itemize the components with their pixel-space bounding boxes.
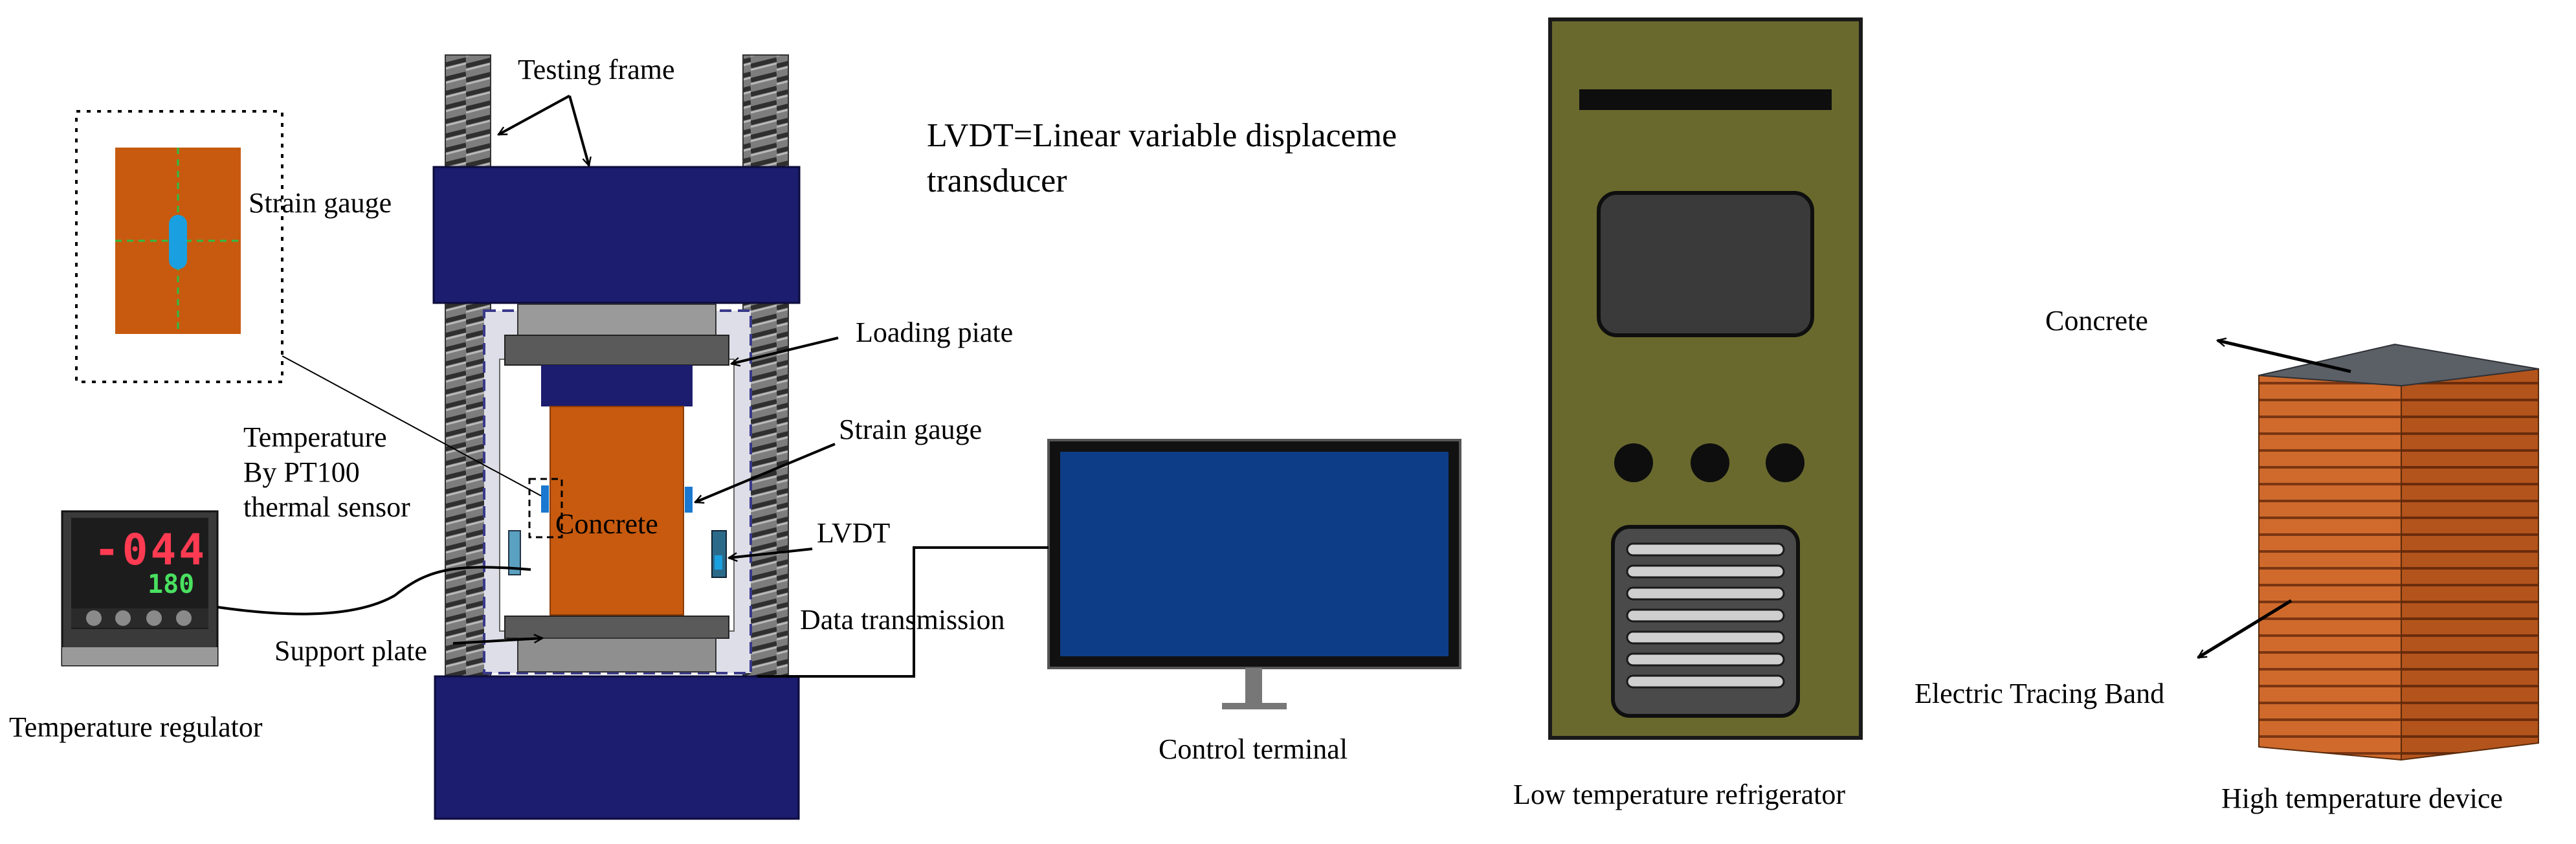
label-temperature-regulator: Temperature regulator (9, 711, 263, 743)
lvdt-right-tip (715, 555, 722, 570)
refrigerator-vent-slats (1626, 542, 1785, 689)
label-lvdt-definition-2: transducer (927, 162, 1067, 199)
refrigerator-top-slot (1579, 89, 1832, 110)
regulator-shift-button (115, 610, 131, 626)
regulator-sv: 180 (148, 570, 194, 599)
refrigerator-knob-1 (1614, 443, 1653, 482)
concrete-block-top (2258, 343, 2539, 387)
arrow-testing-frame-right (568, 95, 589, 166)
label-concrete-specimen: Concrete (555, 508, 658, 540)
regulator-down-button (146, 610, 162, 626)
label-temperature-2: By PT100 (243, 456, 360, 488)
high-temperature-device (2258, 343, 2539, 761)
concrete-specimen (550, 406, 684, 616)
refrigerator-knob-3 (1766, 443, 1804, 482)
label-strain-gauge-inset: Strain gauge (249, 187, 392, 219)
label-high-temperature-device: High temperature device (2221, 783, 2503, 814)
refrigerator-knob-2 (1691, 443, 1729, 482)
lvdt-right (711, 530, 727, 578)
label-electric-tracing-band: Electric Tracing Band (1915, 678, 2164, 709)
testing-machine (432, 54, 801, 820)
label-lvdt: LVDT (817, 517, 890, 549)
support-plate (504, 616, 729, 639)
strain-gauge-left (541, 485, 549, 513)
label-data-transmission: Data transmission (800, 604, 1005, 636)
bottom-platen (517, 638, 716, 672)
label-control-terminal: Control terminal (1159, 733, 1348, 765)
arrow-concrete-block (2217, 340, 2351, 373)
arrow-support-plate (452, 638, 542, 645)
monitor-neck (1245, 668, 1262, 704)
label-testing-frame: Testing frame (518, 54, 675, 85)
refrigerator-window (1597, 191, 1814, 337)
strain-gauge-right (685, 487, 693, 513)
lower-base (434, 675, 800, 820)
label-strain-gauge: Strain gauge (839, 414, 982, 445)
label-temperature-3: thermal sensor (243, 491, 410, 523)
low-temperature-refrigerator (1548, 17, 1863, 740)
inset-gauge (169, 215, 187, 269)
pt100-sensor-box (528, 478, 563, 539)
inset-leader-line (282, 355, 542, 496)
arrow-loading-plate (731, 337, 839, 364)
strain-gauge-inset (75, 110, 542, 496)
regulator-up-button (176, 610, 192, 626)
label-loading-plate: Loading piate (856, 316, 1013, 348)
arrow-electric-tracing-band (2198, 599, 2293, 660)
device-side-face (2401, 368, 2539, 761)
label-lvdt-definition-1: LVDT=Linear variable displaceme (927, 117, 1397, 154)
monitor-foot (1222, 703, 1287, 709)
arrow-lvdt (729, 548, 813, 558)
data-transmission-line (757, 546, 1049, 678)
label-refrigerator: Low temperature refrigerator (1513, 779, 1845, 810)
label-temperature-1: Temperature (243, 421, 387, 453)
regulator-set-button (86, 610, 102, 626)
label-concrete-block: Concrete (2045, 305, 2148, 337)
device-front-face (2258, 374, 2402, 761)
control-terminal-monitor (1047, 439, 1461, 709)
lvdt-left (508, 530, 521, 575)
regulator-pv: -044 (94, 525, 207, 575)
thermocouple-cable (217, 566, 531, 616)
arrow-testing-frame-left (498, 94, 570, 136)
temperature-regulator: -044 180 (61, 510, 219, 667)
label-support-plate: Support plate (274, 635, 427, 667)
monitor-screen (1060, 452, 1449, 656)
top-platen (517, 304, 716, 336)
regulator-base (62, 647, 217, 665)
arrow-strain-gauge (695, 443, 836, 502)
labels: Testing frame Strain gauge Loading piate… (9, 54, 2503, 814)
connectors (217, 94, 2351, 678)
loading-plate (504, 335, 729, 366)
loading-head (541, 365, 693, 406)
upper-crosshead (432, 166, 801, 304)
